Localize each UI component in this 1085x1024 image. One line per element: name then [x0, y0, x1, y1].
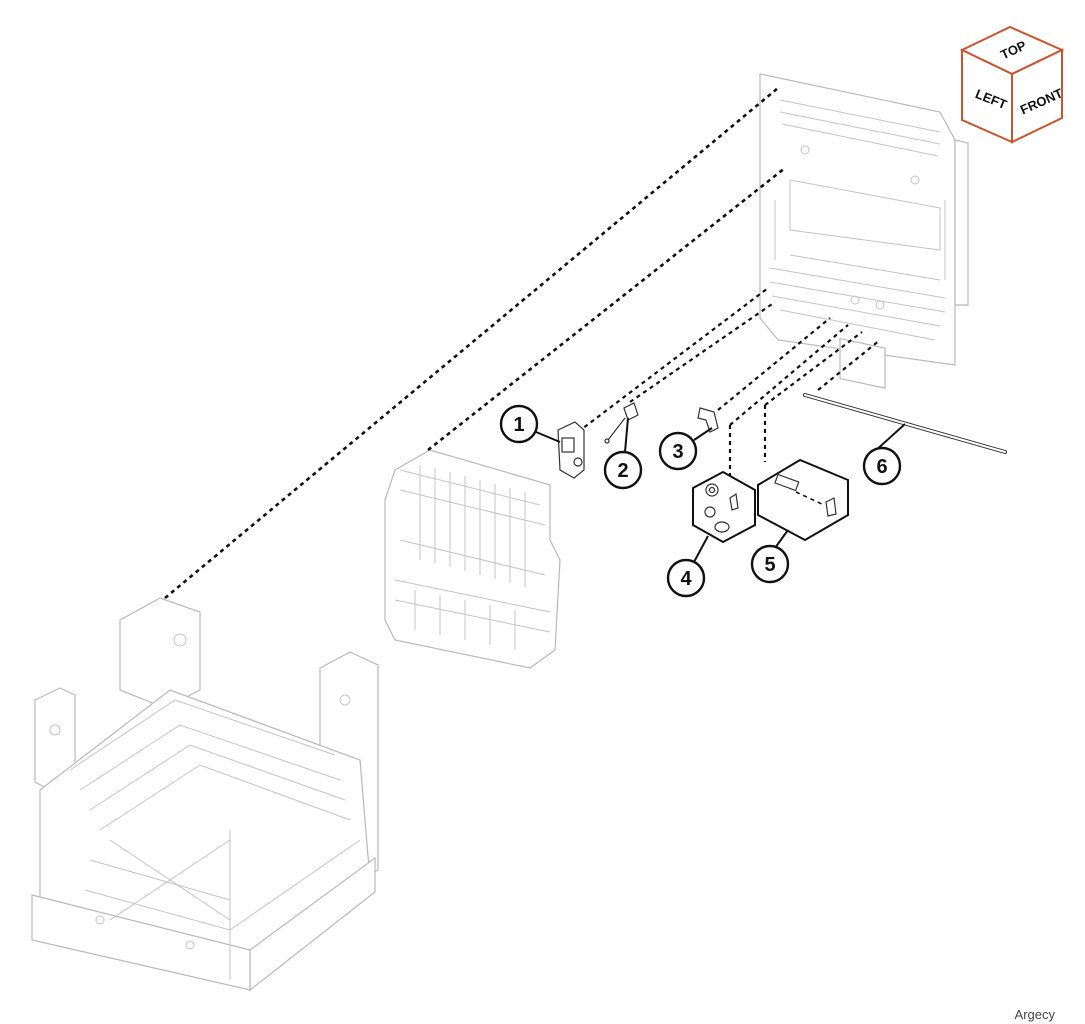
callout-3: 3 [658, 427, 713, 471]
callout-6: 6 [862, 423, 906, 486]
watermark: Argecy [1014, 1007, 1055, 1022]
callout-1-label: 1 [513, 414, 524, 436]
leader-lines [164, 87, 881, 599]
kit-5-box [757, 458, 849, 542]
main-frame [31, 597, 379, 992]
part-3-drawing [697, 407, 719, 433]
callout-4-label: 4 [680, 568, 692, 590]
callout-6-label: 6 [876, 456, 887, 478]
callout-2: 2 [603, 417, 643, 490]
part-2-drawing [604, 402, 639, 444]
callout-3-label: 3 [672, 441, 683, 463]
callout-4: 4 [666, 535, 709, 598]
cube-front-face [1011, 48, 1063, 144]
callout-2-label: 2 [617, 460, 628, 482]
orientation-cube: TOP LEFT FRONT [959, 25, 1065, 144]
part-6-drawing [803, 393, 1007, 454]
rear-door-assembly [759, 73, 969, 389]
part-1-drawing [557, 421, 585, 479]
kit-4-box [692, 470, 756, 544]
duplex-unit [384, 449, 561, 669]
callout-1: 1 [499, 404, 561, 444]
callout-5-label: 5 [764, 554, 775, 576]
callout-5: 5 [750, 529, 790, 584]
